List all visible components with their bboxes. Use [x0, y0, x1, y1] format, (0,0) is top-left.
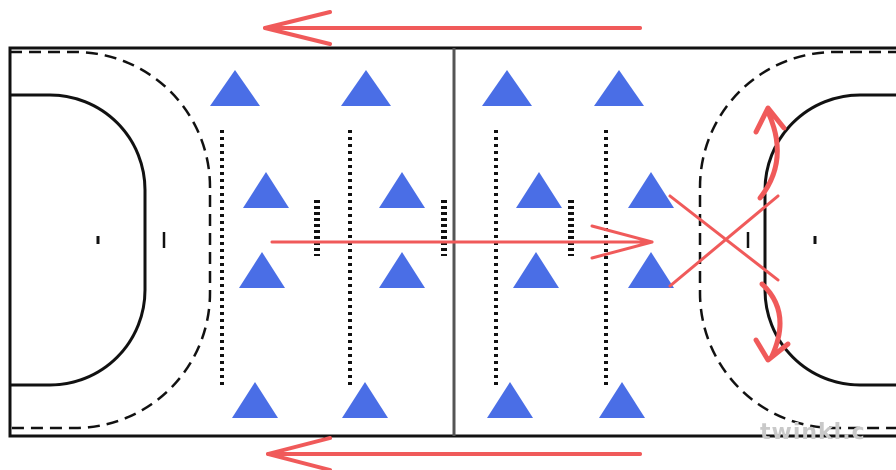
cone-icon	[341, 70, 391, 106]
court-boundary	[8, 46, 896, 438]
watermark-text: twinkl.c	[760, 420, 866, 445]
bottom-return-arrow	[266, 436, 642, 470]
curved-arrow-down	[753, 281, 791, 363]
cross-pass-lines	[668, 194, 780, 288]
right-free-throw-line	[698, 50, 896, 430]
cone-icon	[232, 382, 278, 418]
top-return-arrow	[263, 10, 642, 46]
cone-icon	[210, 70, 260, 106]
marker-stacks	[314, 200, 574, 256]
cone-icon	[513, 252, 559, 288]
cone-icon	[516, 172, 562, 208]
cone-icon	[487, 382, 533, 418]
cone-icon	[628, 172, 674, 208]
dotted-lines	[220, 130, 608, 385]
cone-icon	[628, 252, 674, 288]
left-free-throw-line	[10, 50, 212, 430]
cone-icon	[379, 252, 425, 288]
right-goal-area	[763, 93, 896, 387]
cones	[210, 70, 674, 418]
left-goal-area	[10, 93, 147, 387]
cone-icon	[239, 252, 285, 288]
cone-icon	[599, 382, 645, 418]
cone-icon	[379, 172, 425, 208]
cone-icon	[243, 172, 289, 208]
cone-icon	[482, 70, 532, 106]
center-run-arrow	[270, 224, 654, 260]
court	[8, 46, 896, 438]
cone-icon	[342, 382, 388, 418]
cone-icon	[594, 70, 644, 106]
curved-arrow-up	[753, 105, 787, 201]
arrows	[263, 10, 791, 470]
